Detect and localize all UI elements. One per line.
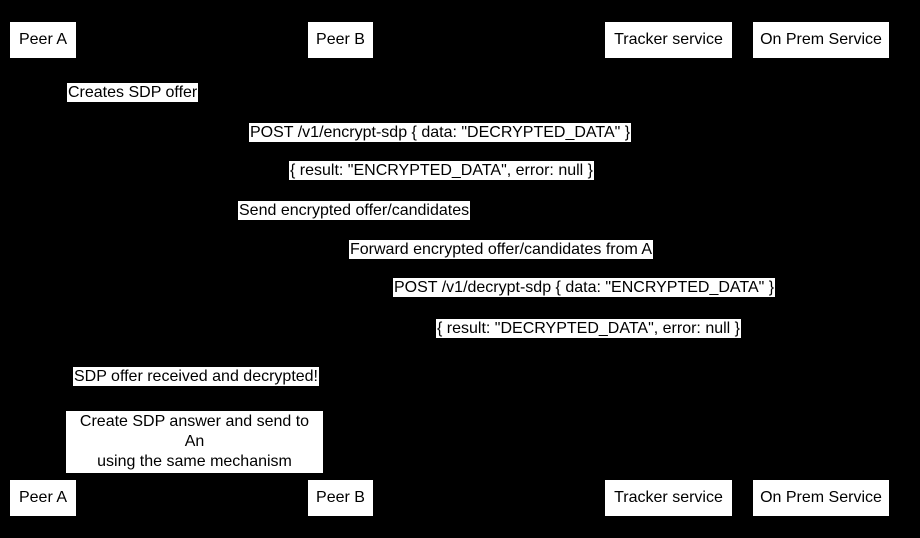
note-line-1: Create SDP answer and send to An: [79, 413, 310, 450]
message-decrypt-result: { result: "DECRYPTED_DATA", error: null …: [436, 319, 742, 338]
message-creates-sdp-offer: Creates SDP offer: [67, 83, 199, 102]
message-encrypt-result: { result: "ENCRYPTED_DATA", error: null …: [289, 161, 595, 180]
actor-on-prem-service-bottom: On Prem Service: [753, 480, 889, 516]
message-post-encrypt-sdp: POST /v1/encrypt-sdp { data: "DECRYPTED_…: [249, 123, 632, 142]
actor-peer-b-bottom: Peer B: [308, 480, 373, 516]
actor-on-prem-service-top: On Prem Service: [753, 22, 889, 58]
message-sdp-offer-received: SDP offer received and decrypted!: [73, 367, 319, 386]
actor-peer-a-bottom: Peer A: [10, 480, 76, 516]
message-send-encrypted-offer: Send encrypted offer/candidates: [238, 201, 471, 220]
message-forward-encrypted-offer: Forward encrypted offer/candidates from …: [349, 240, 654, 259]
message-post-decrypt-sdp: POST /v1/decrypt-sdp { data: "ENCRYPTED_…: [393, 278, 776, 297]
actor-tracker-service-top: Tracker service: [605, 22, 732, 58]
actor-peer-b-top: Peer B: [308, 22, 373, 58]
actor-tracker-service-bottom: Tracker service: [605, 480, 732, 516]
note-create-sdp-answer: Create SDP answer and send to An using t…: [66, 411, 323, 473]
actor-peer-a-top: Peer A: [10, 22, 76, 58]
note-line-2: using the same mechanism: [97, 453, 292, 470]
